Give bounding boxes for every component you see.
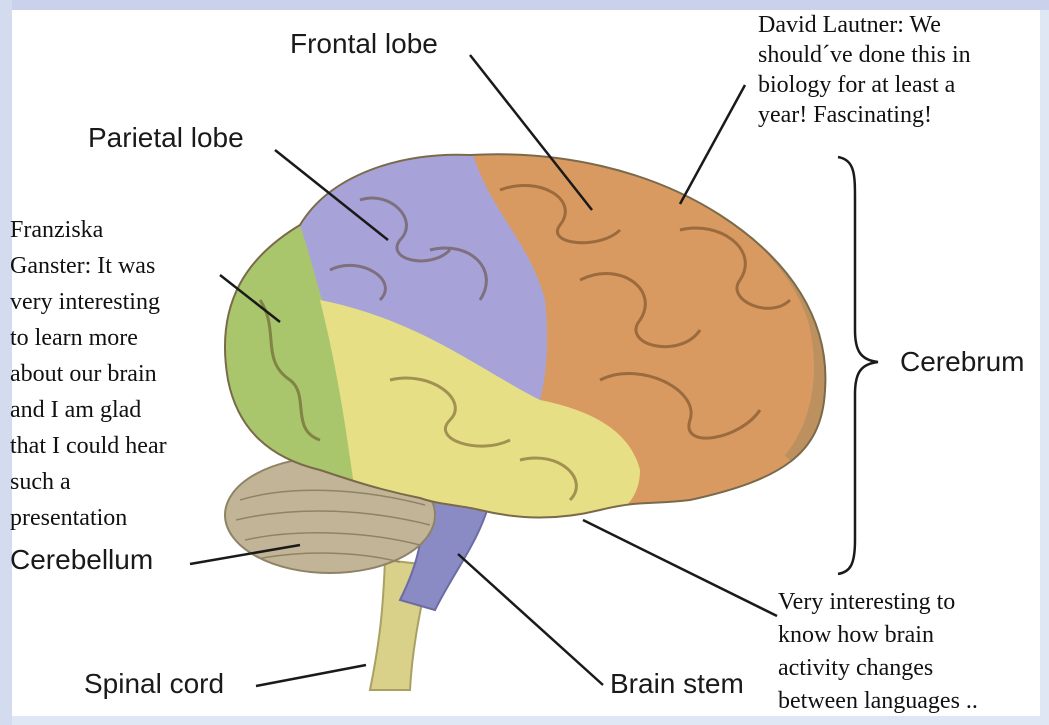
franziska-comment-line: Ganster: It was	[10, 248, 167, 284]
david-leader	[680, 85, 745, 204]
languages-leader	[583, 520, 777, 616]
franziska-comment-line: very interesting	[10, 284, 167, 320]
franziska-comment-line: that I could hear	[10, 428, 167, 464]
spinal-cord-label: Spinal cord	[84, 668, 224, 700]
david-comment-line: biology for at least a	[758, 70, 971, 100]
brain-stem-label: Brain stem	[610, 668, 744, 700]
cerebellum-label: Cerebellum	[10, 544, 153, 576]
languages-comment-line: Very interesting to	[778, 586, 978, 619]
franziska-comment: Franziska Ganster: It was very interesti…	[10, 212, 167, 536]
david-comment-line: should´ve done this in	[758, 40, 971, 70]
david-comment: David Lautner: We should´ve done this in…	[758, 10, 971, 130]
languages-comment-line: know how brain	[778, 619, 978, 652]
franziska-comment-line: to learn more	[10, 320, 167, 356]
spinal-cord-leader	[256, 665, 366, 686]
franziska-comment-line: about our brain	[10, 356, 167, 392]
franziska-comment-line: such a	[10, 464, 167, 500]
franziska-comment-line: and I am glad	[10, 392, 167, 428]
languages-comment-line: activity changes	[778, 652, 978, 685]
parietal-lobe-label: Parietal lobe	[88, 122, 244, 154]
brain-stem-leader	[458, 554, 603, 685]
slide-border-top	[0, 0, 1049, 10]
david-comment-line: David Lautner: We	[758, 10, 971, 40]
frontal-lobe-label: Frontal lobe	[290, 28, 438, 60]
languages-comment-line: between languages ..	[778, 685, 978, 718]
cerebrum-brace	[838, 157, 878, 574]
cerebrum-label: Cerebrum	[900, 346, 1024, 378]
languages-comment: Very interesting to know how brain activ…	[778, 586, 978, 718]
franziska-comment-line: presentation	[10, 500, 167, 536]
david-comment-line: year! Fascinating!	[758, 100, 971, 130]
franziska-comment-line: Franziska	[10, 212, 167, 248]
